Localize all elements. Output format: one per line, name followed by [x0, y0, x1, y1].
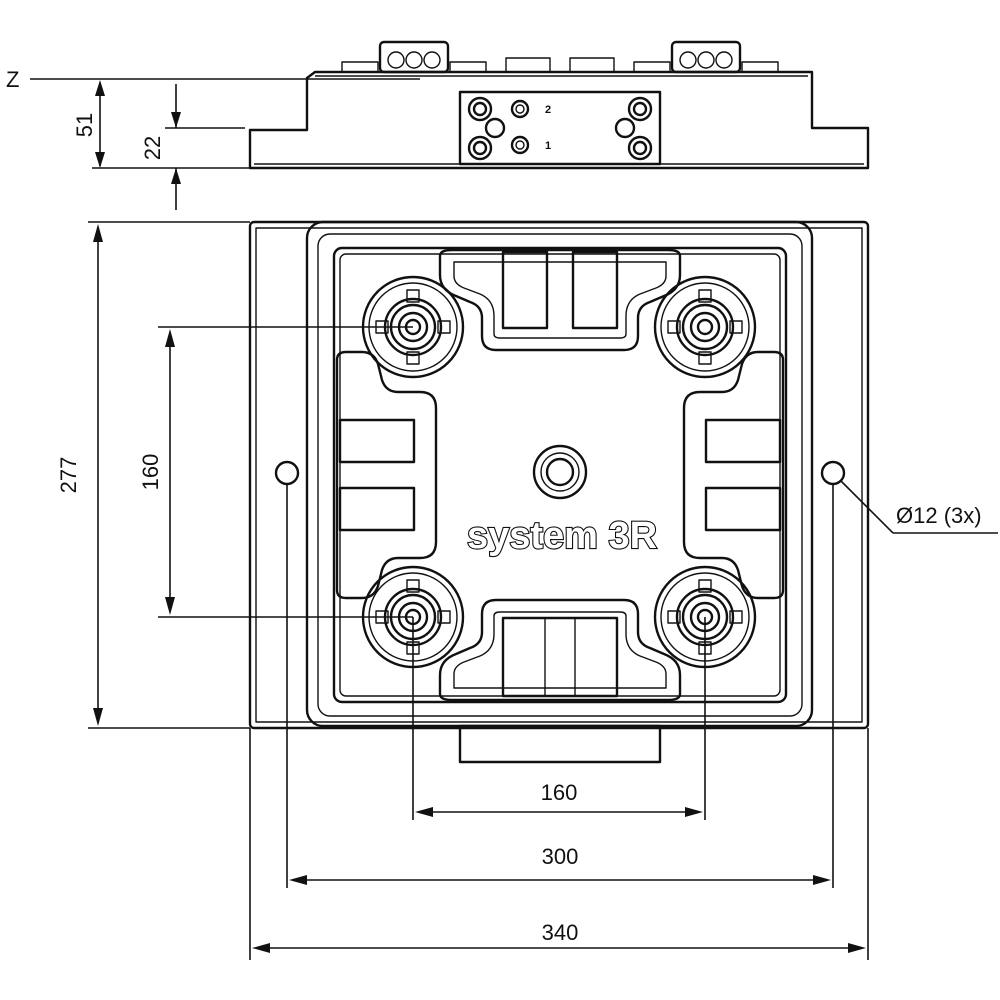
- recess-bottom: [438, 598, 682, 702]
- z-axis-label: Z: [6, 67, 19, 92]
- dim-51: 51: [72, 80, 250, 169]
- block-right-bottom: [704, 486, 782, 532]
- port-1-label: 1: [545, 140, 551, 152]
- block-top-right: [571, 250, 619, 330]
- hole-left: [274, 460, 300, 486]
- block-right-top: [704, 418, 782, 464]
- dimensions: 277 160 160 300 340 Ø12 (3x): [56, 221, 998, 960]
- side-view: 2 1 Z 51 22: [6, 40, 870, 210]
- side-view-centre-block-left: [505, 57, 551, 73]
- side-view-centre-block-right: [569, 57, 615, 73]
- dim-300-label: 300: [542, 844, 579, 869]
- block-left-bottom: [338, 486, 416, 532]
- chuck-top-right: [653, 275, 757, 379]
- chuck-body-frame-1: [317, 233, 803, 717]
- recess-bottom-inner: [453, 611, 667, 689]
- hole-callout-leader: [839, 479, 894, 534]
- dim-160-vertical-label: 160: [138, 454, 163, 491]
- block-bottom: [501, 616, 619, 698]
- recess-right: [682, 350, 785, 600]
- recess-left: [335, 350, 438, 600]
- brand-text: system 3R: [467, 515, 657, 557]
- dim-51-label: 51: [72, 113, 97, 137]
- dim-340-label: 340: [542, 920, 579, 945]
- base-plate-outline: [248, 220, 870, 730]
- dim-160-horizontal-label: 160: [541, 780, 578, 805]
- dim-277-label: 277: [56, 457, 81, 494]
- block-left-top: [338, 418, 416, 464]
- dim-22: 22: [140, 84, 245, 210]
- side-view-body-outline: [248, 70, 870, 170]
- base-plate-inner-line: [255, 227, 863, 723]
- side-view-port-plate: 2 1: [458, 90, 662, 166]
- port-2-label: 2: [545, 104, 551, 116]
- hole-callout-label: Ø12 (3x): [896, 503, 982, 528]
- block-top-left: [501, 250, 549, 330]
- side-view-left-nut: [341, 40, 487, 74]
- front-tab: [458, 724, 662, 764]
- chuck-body-outer: [305, 220, 814, 728]
- recess-top-inner: [453, 261, 667, 339]
- side-view-right-nut: [633, 40, 779, 74]
- top-view: system 3R: [248, 220, 870, 764]
- recess-top: [438, 248, 682, 352]
- dim-22-label: 22: [140, 136, 165, 160]
- centre-hole: [532, 444, 588, 500]
- chuck-body-frame-2: [332, 246, 788, 704]
